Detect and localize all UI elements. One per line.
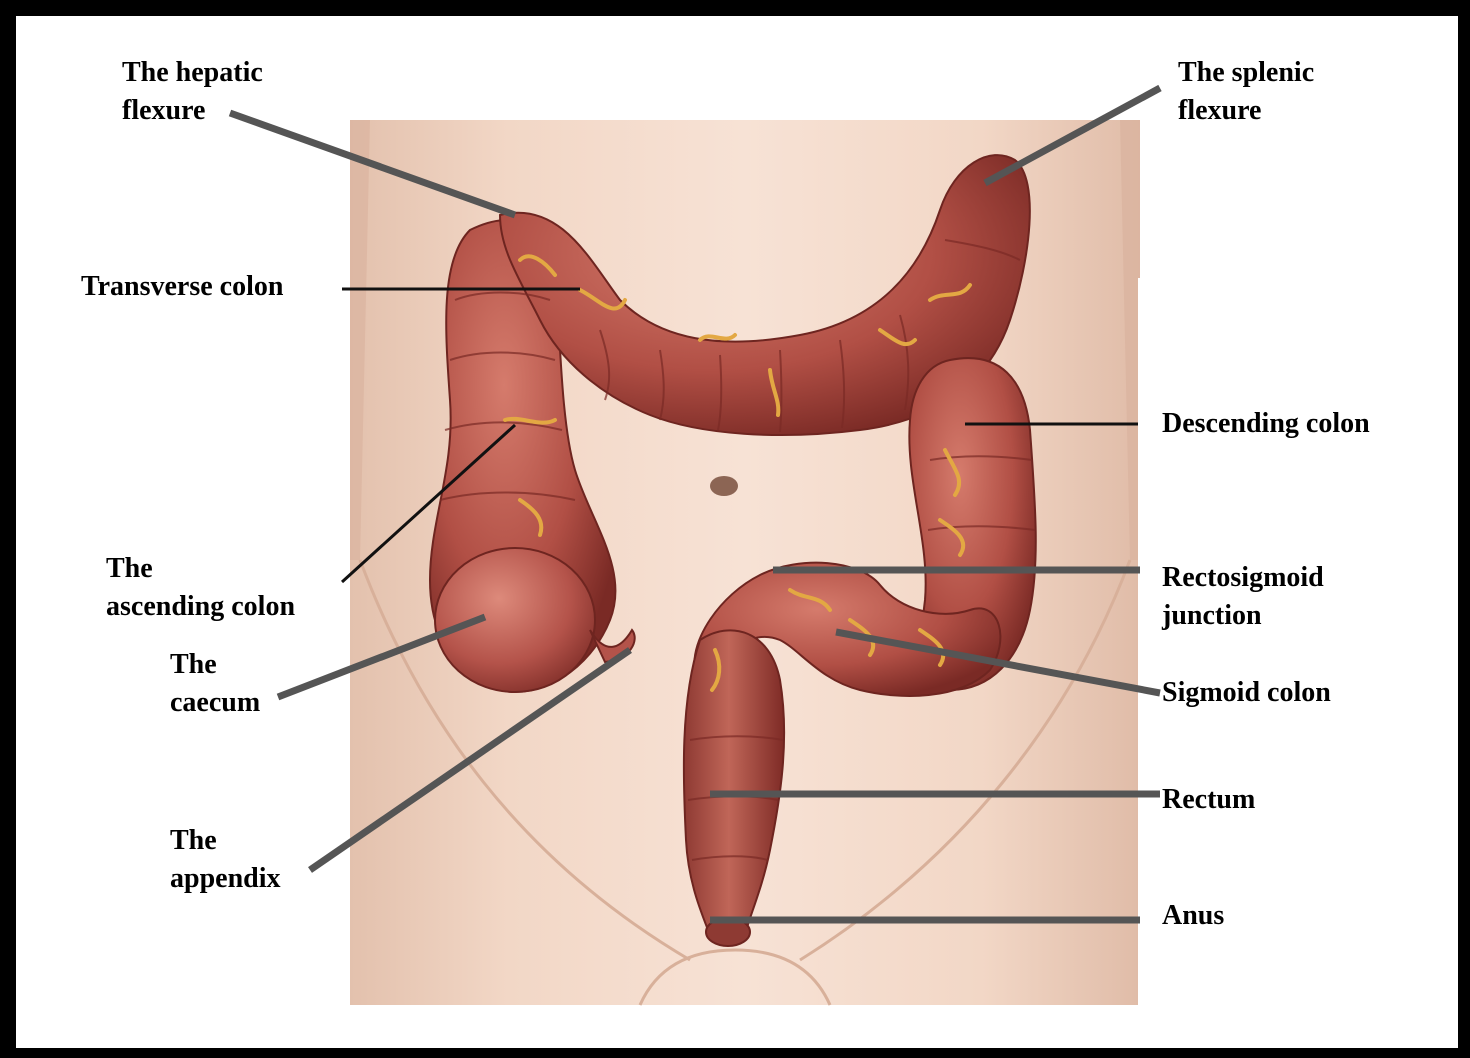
caecum-shape: [435, 548, 595, 692]
label-appendix: The appendix: [170, 822, 281, 898]
label-transverse-colon: Transverse colon: [81, 268, 283, 306]
label-descending-colon: Descending colon: [1162, 405, 1370, 443]
label-splenic-flexure: The splenic flexure: [1178, 54, 1314, 130]
label-rectum: Rectum: [1162, 781, 1255, 819]
label-rectosigmoid-junction: Rectosigmoid junction: [1162, 559, 1324, 635]
label-sigmoid-colon: Sigmoid colon: [1162, 674, 1331, 712]
label-hepatic-flexure: The hepatic flexure: [122, 54, 263, 130]
label-anus: Anus: [1162, 897, 1224, 935]
navel: [710, 476, 738, 496]
label-caecum: The caecum: [170, 646, 260, 722]
label-ascending-colon: The ascending colon: [106, 550, 295, 626]
